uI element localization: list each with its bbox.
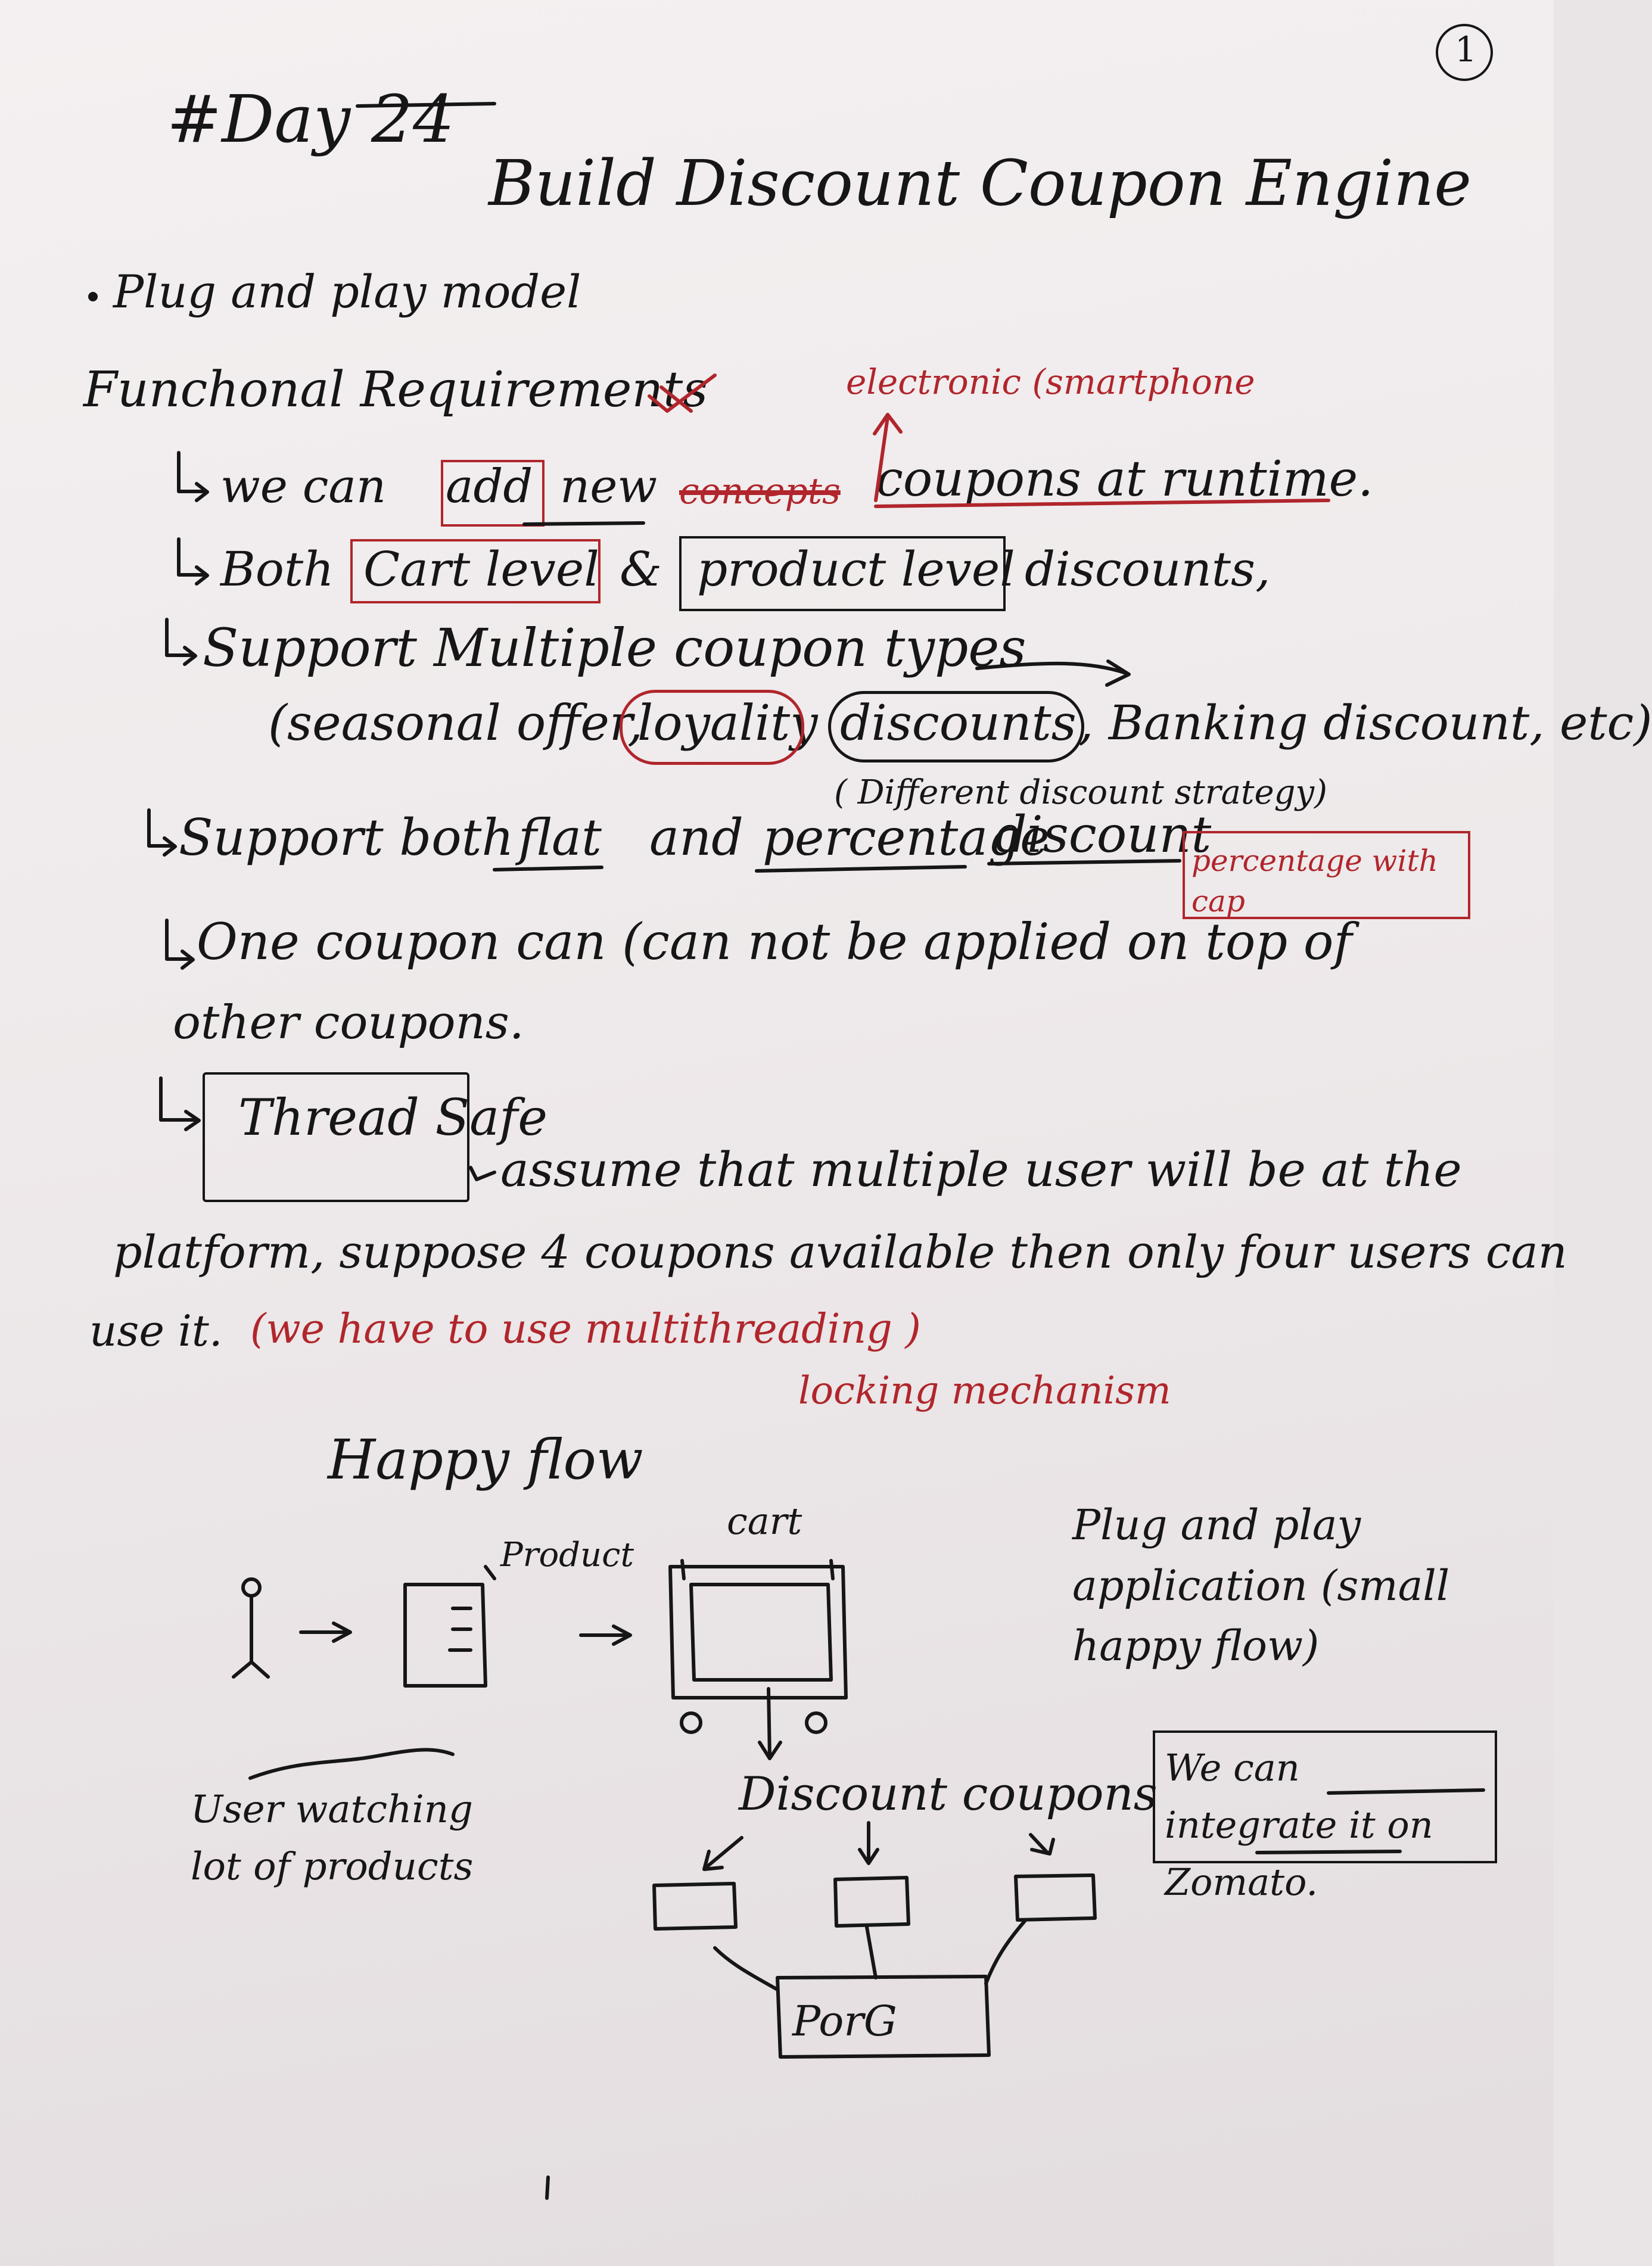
cart-label: cart [727,1499,802,1543]
req2-arrow-icon [177,537,209,586]
locking-note: locking mechanism [798,1369,1171,1413]
req4-loyalty-circle [620,690,804,765]
user-stick-figure-icon [232,1577,270,1679]
annotation-electronic: electronic (smartphone [846,362,1255,402]
req2-product-level: product level [697,541,1015,597]
req2-suffix: discounts, [1025,541,1271,597]
req6-line: One coupon can (can not be applied on to… [197,913,1352,971]
req5-arrow-icon [147,808,177,857]
bullet-dot [88,292,98,301]
zomato-note: We can integrate it on Zomato. [1165,1746,1433,1904]
req6-line-b: other coupons. [173,996,524,1050]
porg-box-icon [776,1975,991,2059]
plug-and-play-line: Plug and play model [113,265,581,318]
arrow-to-coupon-right-icon [1029,1833,1055,1856]
porg-label: PorG [792,1997,897,2046]
req2-prefix: Both [220,541,334,597]
connector-mid [865,1925,878,1979]
platform-line: platform, suppose 4 coupons available th… [113,1225,1567,1278]
connector-left [713,1946,779,1991]
thread-safe-box [203,1072,469,1202]
coupon-box-mid-icon [833,1876,910,1928]
arrow-product-to-cart-icon [579,1624,632,1646]
day-underline [356,102,496,108]
req1-add-underline [522,521,645,526]
user-caption: User watching lot of products [191,1788,474,1889]
page-title: Build Discount Coupon Engine [489,147,1472,220]
arrow-to-coupon-mid-icon [858,1821,879,1865]
check-mark-icon [648,373,717,413]
req1-add: add [446,460,533,513]
happy-flow-heading: Happy flow [328,1428,643,1492]
assume-line: assume that multiple user will be at the [500,1142,1462,1197]
arrow-cart-to-discount-icon [758,1687,782,1760]
connector-right [984,1919,1026,1985]
zomato-underline [1255,1788,1485,1854]
page-number-circle [1436,24,1493,81]
req5-percentage-cap: percentage with cap [1191,843,1438,919]
use-it: use it. [89,1306,223,1356]
req5-percentage-underline [755,865,967,873]
req4-strategy-note: ( Different discount strategy) [834,773,1327,812]
req2-product-level-box [679,536,1006,611]
zomato-note-box [1153,1730,1497,1863]
req4-discount: discounts [840,695,1077,752]
discount-coupons-label: Discount coupons [739,1767,1158,1821]
req1-rest-underline [874,499,1330,508]
req2-amp: & [620,541,662,597]
req1-struck: concepts [679,471,841,512]
req1-add-box [441,460,545,527]
user-caption-wave [248,1748,455,1780]
plug-note: Plug and play application (small happy f… [1072,1501,1450,1670]
req1-prefix: we can [220,460,387,513]
thread-safe: Thread Safe [238,1088,547,1147]
req1-arrow-icon [177,451,209,502]
ink-drawings [147,102,1485,2200]
annotation-arrow [873,413,903,502]
req4-open: (seasonal offer, [268,695,643,752]
req4-discount-circle [828,691,1084,762]
req3-line: Support Multiple coupon types [203,617,1026,678]
day-label: #Day 24 [167,81,455,157]
req1-rest: coupons at runtime. [876,451,1374,508]
req5-discount-underline [987,859,1181,866]
cart-icon [668,1559,848,1734]
arrow-user-to-product-icon [299,1621,352,1643]
section-heading: Funchonal Requirements [83,362,708,418]
multithreading-note: (we have to use multithreading ) [250,1306,921,1353]
thread-arrow-icon [159,1076,201,1131]
req5-and: and [649,808,743,867]
product-page-icon [403,1565,496,1688]
req5-prefix: Support both [179,808,514,867]
req3-arrow-to-banking [975,659,1131,687]
req5-flat: flat [518,808,602,867]
assume-arrow-icon [469,1166,496,1181]
req5-flat-underline [493,866,603,871]
req4-banking: , Banking discount, etc) [1078,695,1652,751]
coupon-box-left-icon [652,1882,738,1931]
arrow-to-coupon-left-icon [702,1836,743,1871]
page-number: 1 [1455,29,1477,70]
req5-percentage-cap-box [1183,831,1470,919]
req5-discount: discount [995,805,1212,864]
req3-arrow-icon [165,618,197,666]
stray-mark [545,2175,550,2200]
req2-cart-level-box [350,539,601,603]
product-label: Product [500,1536,634,1574]
req1-new: new [560,460,658,513]
coupon-box-right-icon [1014,1873,1097,1922]
req5-percentage: percentage [763,808,1050,867]
req2-cart-level: Cart level [363,541,599,597]
req6-arrow-icon [165,919,195,970]
